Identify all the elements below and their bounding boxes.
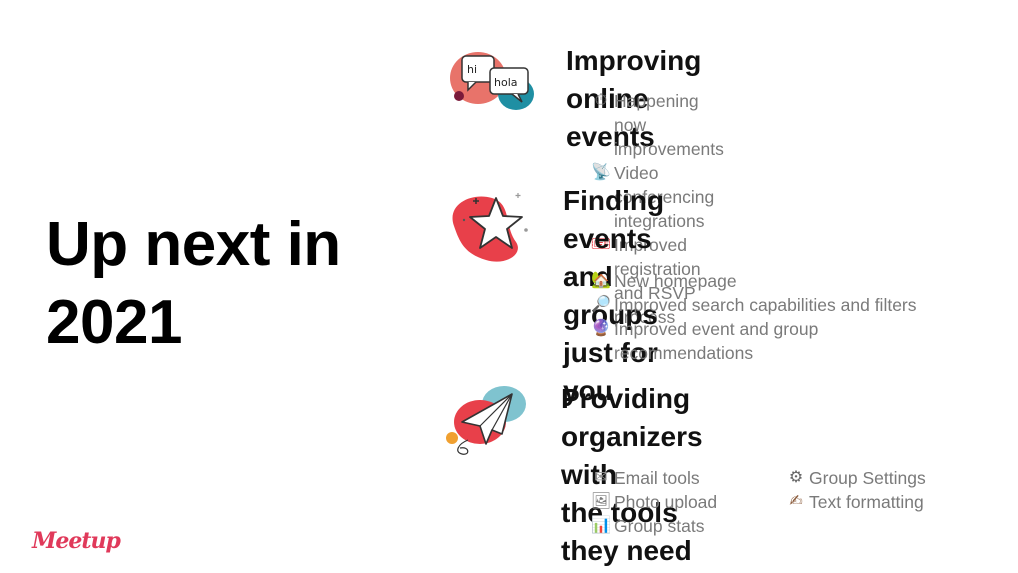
list-item: 🎟Improved registration and RSVP process bbox=[588, 233, 724, 329]
headline: Up next in 2021 bbox=[46, 206, 406, 362]
svg-text:hola: hola bbox=[494, 76, 518, 89]
list-item: ✍Text formatting bbox=[783, 490, 983, 514]
bullet-list-online-events: ⏱Happening now improvements 📡Video confe… bbox=[588, 89, 724, 329]
writing-hand-icon: ✍ bbox=[789, 493, 803, 510]
list-item: 🔮Improved event and group recommendation… bbox=[588, 317, 988, 365]
bullet-list-organizer-tools: ✉Email tools ⚙Group Settings 🖼Photo uplo… bbox=[588, 466, 983, 538]
chat-bubbles-icon: hi hola bbox=[450, 52, 534, 110]
section-title-organizer-tools: Providing organizers with the tools they… bbox=[561, 383, 703, 566]
list-item: ✉Email tools bbox=[588, 466, 783, 490]
list-item: ⚙Group Settings bbox=[783, 466, 983, 490]
envelope-icon: ✉ bbox=[594, 469, 608, 486]
ticket-icon: 🎟 bbox=[590, 236, 612, 253]
list-item: 📡Video conferencing integrations bbox=[588, 161, 724, 233]
house-icon: 🏡 bbox=[591, 272, 611, 289]
photo-icon: 🖼 bbox=[590, 493, 612, 510]
satellite-dish-icon: 📡 bbox=[591, 164, 611, 181]
list-item: 📊Group stats bbox=[588, 514, 783, 538]
svg-text:hi: hi bbox=[467, 63, 477, 76]
headline-line-1: Up next in bbox=[46, 210, 341, 279]
magnifier-icon: 🔎 bbox=[591, 296, 611, 313]
list-item: 🖼Photo upload bbox=[588, 490, 783, 514]
section-title-finding-events: Finding events and groups just for you bbox=[563, 185, 665, 406]
stopwatch-icon: ⏱ bbox=[594, 92, 608, 109]
bar-chart-icon: 📊 bbox=[591, 517, 611, 534]
bullet-list-finding-events: 🏡New homepage 🔎Improved search capabilit… bbox=[588, 269, 988, 365]
section-title-online-events: Improving online events bbox=[566, 45, 702, 152]
list-item: ⏱Happening now improvements bbox=[588, 89, 724, 161]
crystal-ball-icon: 🔮 bbox=[591, 320, 611, 337]
list-item: 🔎Improved search capabilities and filter… bbox=[588, 293, 988, 317]
star-icon bbox=[452, 193, 528, 262]
meetup-logo: Meetup bbox=[32, 528, 121, 554]
list-item: 🏡New homepage bbox=[588, 269, 988, 293]
headline-line-2: 2021 bbox=[46, 288, 182, 357]
gear-icon: ⚙ bbox=[788, 469, 804, 486]
paper-plane-icon bbox=[446, 386, 526, 455]
